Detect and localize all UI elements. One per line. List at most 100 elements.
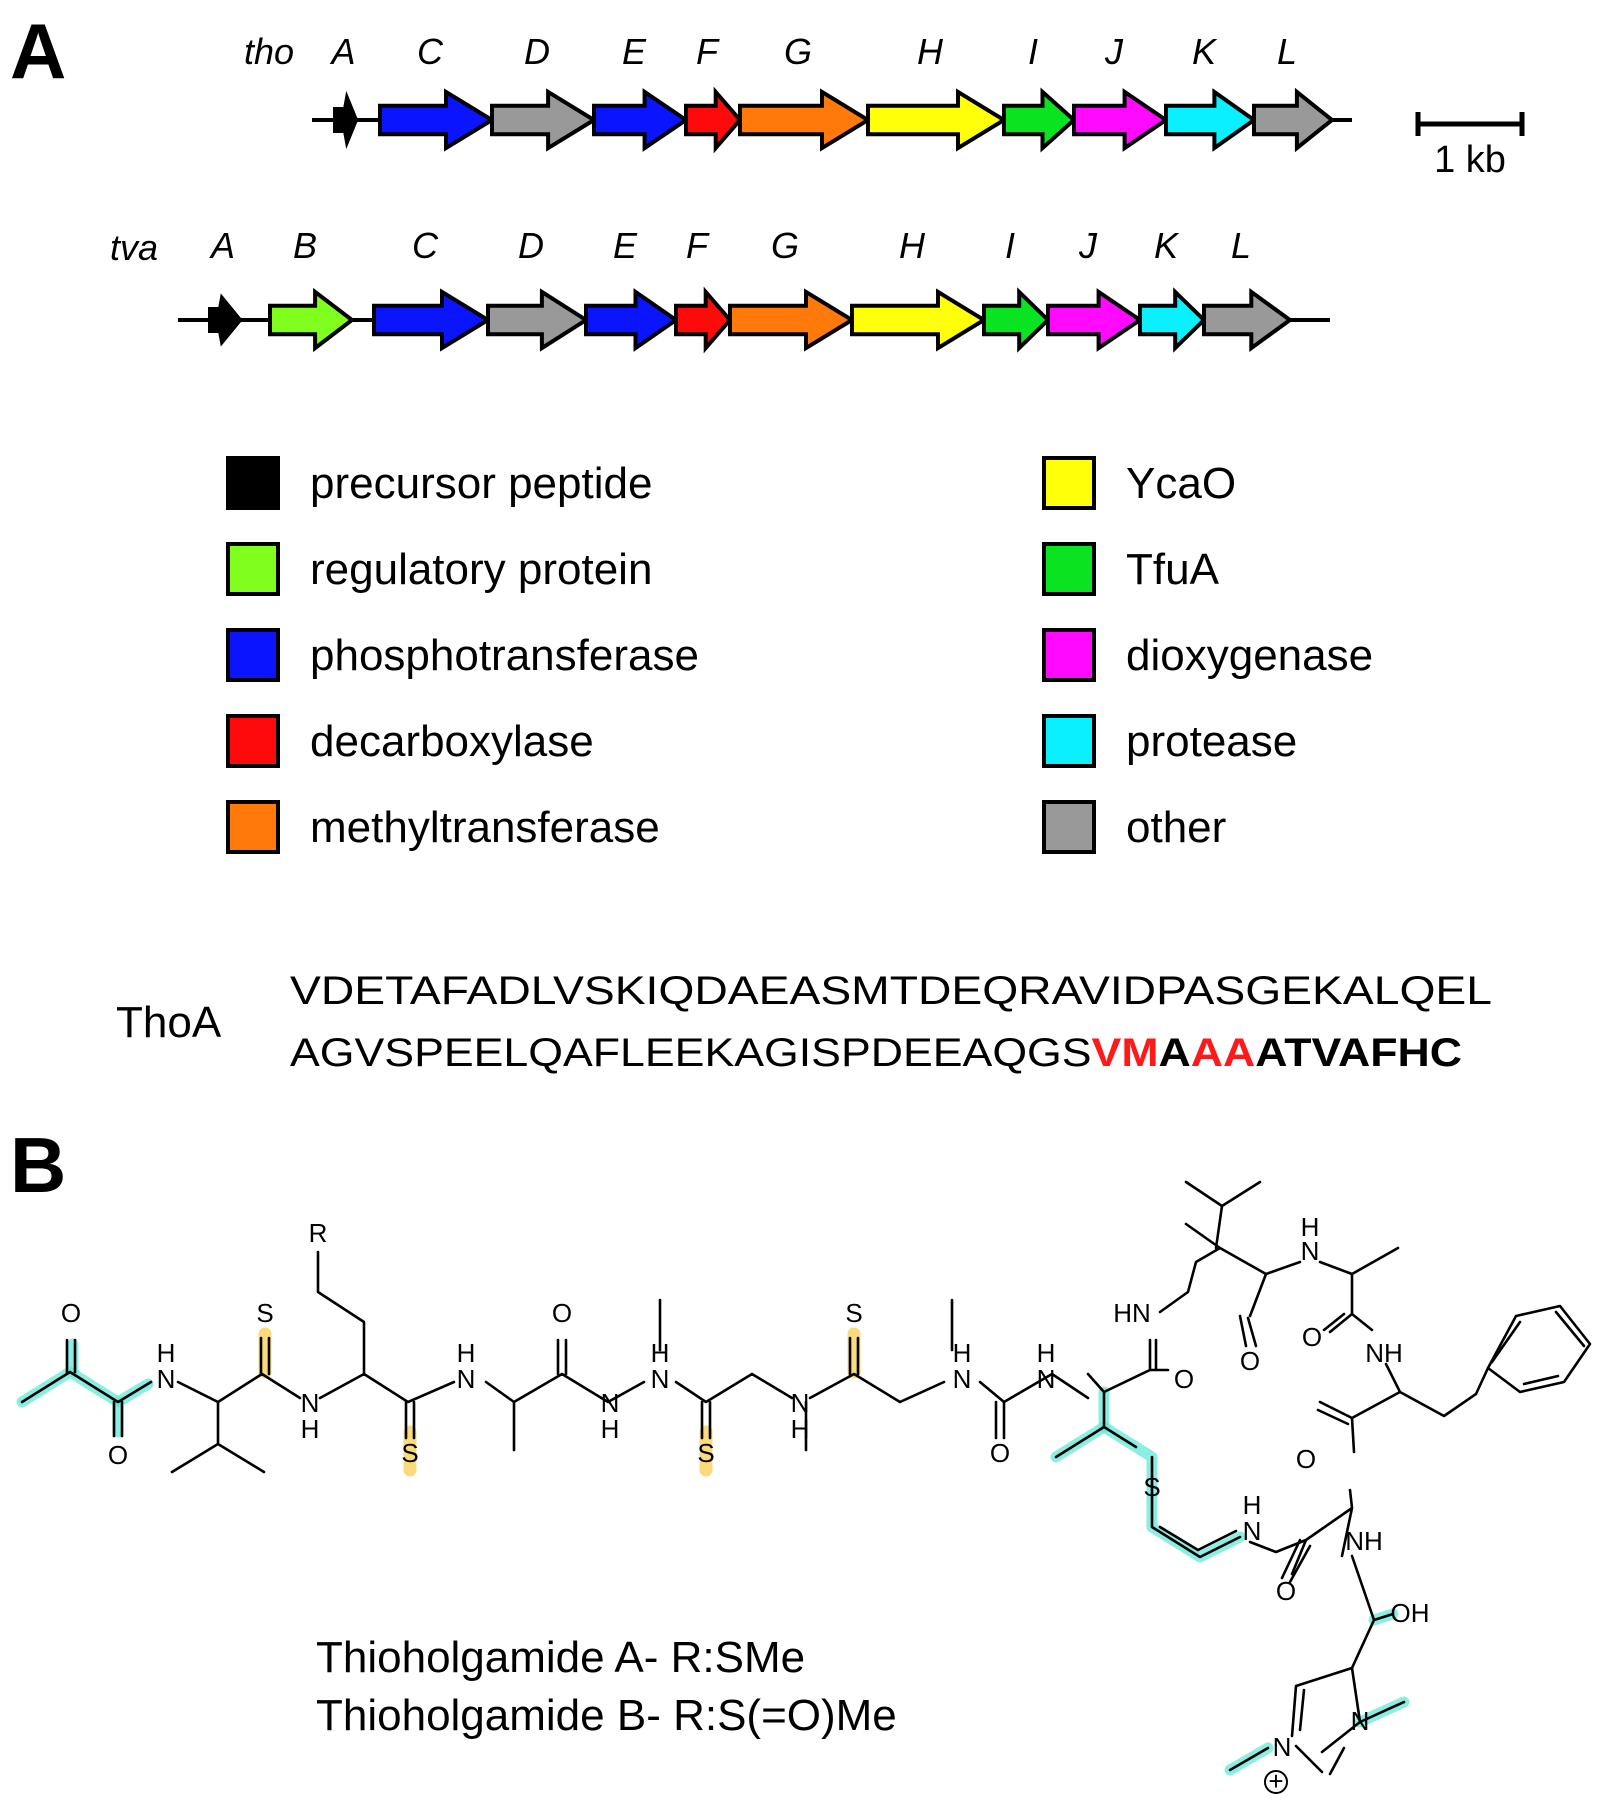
atom-label: N [791,1388,810,1418]
atom-label: N [1301,1236,1320,1266]
legend-swatch-dioxygenase [1042,628,1096,682]
gene-label: E [622,31,647,72]
gene-arrow-tho-j [1072,88,1170,152]
gene-arrow-tho-i [1002,87,1078,153]
atom-label: O [1296,1444,1316,1474]
phenylalanine-bonds [1350,1362,1490,1454]
atom-label: H [1243,1490,1262,1520]
gene-arrow-tva-b [268,287,356,353]
gene-arrow-tho-a [333,90,359,150]
highlight-aviMeCys [1098,1421,1246,1563]
atom-label: O [61,1298,81,1328]
benzene-double-bonds [1490,1310,1586,1386]
gene-arrow-tho-l [1252,87,1336,153]
gene-arrow-tho-k [1164,88,1258,152]
atom-label: H [651,1338,670,1368]
gene-label: A [329,31,355,72]
gene-label: L [1231,225,1251,266]
gene-arrow-tva-g [728,288,856,352]
alanine-macrocycle-bonds [1318,1246,1400,1316]
gene-label: K [1192,31,1218,72]
atom-label: N [601,1388,620,1418]
atom-label: N [953,1364,972,1394]
panel-label-a: A [10,7,66,95]
legend-label-dioxygenase: dioxygenase [1126,631,1373,680]
methionine-side-chain [316,1250,366,1376]
gene-arrow-tva-i [982,287,1051,353]
atom-label: HN [1113,1298,1151,1328]
gene-arrow-tva-k [1138,287,1207,353]
gene-label: G [784,31,812,72]
atom-label: H [601,1414,620,1444]
legend-swatch-protease [1042,714,1096,768]
compound-name-b: Thioholgamide B- R:S(=O)Me [316,1691,897,1740]
atom-label: H [791,1414,810,1444]
gene-arrow-tho-h [866,88,1008,152]
gene-label: F [696,31,720,72]
thoa-sequence: ThoA VDETAFADLVSKIQDAEASMTDEQRAVIDPASGEK… [116,969,1492,1075]
atom-label: N [651,1364,670,1394]
gene-label: I [1028,31,1038,72]
gene-arrow-tho-d [490,88,598,152]
phenylalanine-carbonyl [1316,1400,1354,1426]
gene-label: D [524,31,550,72]
scale-bar-label: 1 kb [1434,139,1506,181]
atom-label: S [697,1438,714,1468]
gene-arrow-tho-g [738,88,872,152]
sequence-line-1: VDETAFADLVSKIQDAEASMTDEQRAVIDPASGEKALQEL [290,969,1492,1013]
gene-label: C [417,31,444,72]
legend-swatch-decarboxylase [226,714,280,768]
thiocarbonyl-bond [848,1336,860,1376]
thiocarbonyl-bond [259,1336,271,1376]
gene-label: C [412,225,439,266]
atom-label: N [1243,1516,1262,1546]
atom-label: H [1301,1212,1320,1242]
atom-label: S [256,1298,273,1328]
atom-label: O [552,1298,572,1328]
highlight-n-methyl [1224,1696,1410,1776]
atom-label: S [1143,1472,1160,1502]
atom-label: O [1276,1576,1296,1606]
atom-label: H [157,1338,176,1368]
gene-arrow-tho-c [378,88,496,152]
atom-label: N [1273,1732,1292,1762]
gene-label: A [209,225,235,266]
carbonyl-bond [112,1400,124,1438]
legend-label-precursor: precursor peptide [310,459,652,508]
gene-label: E [613,225,638,266]
atom-label: S [401,1438,418,1468]
gene-arrow-tva-d [486,288,590,352]
carbonyl-bond [556,1338,568,1376]
atom-label: O [1302,1322,1322,1352]
scale-bar: 1 kb [1415,112,1525,181]
cluster-name-tho: tho [244,31,294,72]
legend-label-ycao: YcaO [1126,459,1236,508]
atom-label: O [990,1438,1010,1468]
atom-label: N [457,1364,476,1394]
legend-label-regulatory: regulatory protein [310,545,652,594]
panel-label-b: B [10,1121,66,1209]
legend-label-decarboxylase: decarboxylase [310,717,594,766]
atom-label: H [953,1338,972,1368]
gene-arrow-tva-l [1202,288,1294,352]
legend-swatch-ycao [1042,456,1096,510]
gene-label: I [1005,225,1015,266]
histidine-amide [1248,1538,1312,1584]
thioholgamide-structure: O O N H S N H R S N H O N H N H S N H S … [16,1180,1592,1796]
gene-label: F [686,225,710,266]
carbonyl-bond [65,1338,77,1374]
atom-label: NH [1345,1526,1383,1556]
core-peptide-segment: AA [1191,1031,1256,1075]
legend-swatch-methyltransferase [226,800,280,854]
sequence-name: ThoA [116,998,222,1047]
gene-label: J [1078,225,1098,266]
atom-label: H [457,1338,476,1368]
carbonyl-bond [994,1400,1006,1440]
atom-label: H [1037,1338,1056,1368]
legend-swatch-regulatory [226,542,280,596]
atom-label: N [1351,1706,1370,1736]
atom-label: O [1174,1364,1194,1394]
gene-label: L [1277,31,1297,72]
atom-label: H [301,1414,320,1444]
